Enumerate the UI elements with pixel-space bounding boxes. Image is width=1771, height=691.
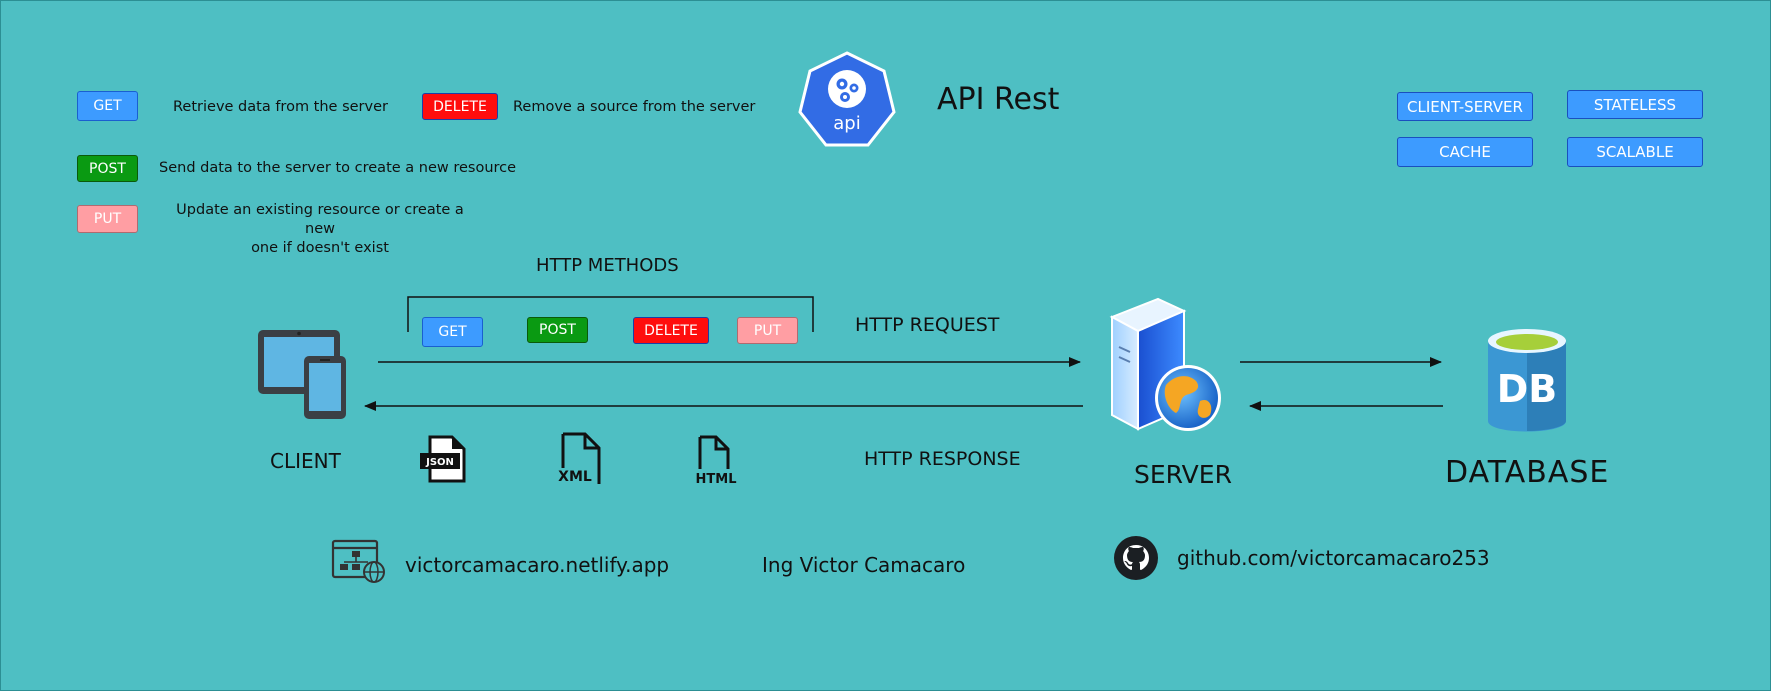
method-get-badge: GET — [422, 317, 483, 347]
html-file-icon: HTML — [696, 435, 737, 487]
page-title: API Rest — [937, 82, 1060, 117]
http-methods-title: HTTP METHODS — [536, 255, 679, 276]
http-methods-bracket — [407, 296, 814, 332]
db-icon-text: DB — [1497, 367, 1558, 411]
method-put-badge: PUT — [737, 317, 798, 344]
html-file-text: HTML — [696, 472, 737, 487]
xml-file-icon: XML — [558, 432, 601, 485]
api-logo-icon: api — [798, 51, 896, 147]
server-icon — [1109, 297, 1221, 431]
xml-file-text: XML — [558, 469, 592, 485]
server-label: SERVER — [1134, 460, 1232, 489]
legend-post-badge: POST — [77, 155, 138, 182]
footer-github[interactable]: github.com/victorcamacaro253 — [1177, 546, 1490, 570]
api-logo-text: api — [833, 113, 860, 134]
principle-stateless: STATELESS — [1567, 90, 1703, 119]
client-label: CLIENT — [270, 449, 341, 473]
json-file-icon: JSON — [420, 435, 466, 483]
website-icon — [331, 539, 385, 583]
footer-author: Ing Victor Camacaro — [762, 553, 966, 577]
legend-put-desc-line1: Update an existing resource or create a … — [176, 202, 464, 237]
method-post-badge: POST — [527, 317, 588, 343]
principle-scalable: SCALABLE — [1567, 137, 1703, 167]
footer-website[interactable]: victorcamacaro.netlify.app — [405, 553, 670, 577]
github-icon — [1114, 536, 1158, 580]
devices-icon — [258, 330, 346, 419]
json-file-text: JSON — [425, 457, 454, 468]
legend-get-desc: Retrieve data from the server — [173, 99, 388, 115]
legend-post-desc: Send data to the server to create a new … — [159, 160, 517, 176]
legend-put-desc: Update an existing resource or create a … — [160, 201, 480, 258]
database-label: DATABASE — [1445, 455, 1610, 490]
principle-cache: CACHE — [1397, 137, 1533, 167]
principle-client-server: CLIENT-SERVER — [1397, 92, 1533, 121]
http-response-label: HTTP RESPONSE — [864, 448, 1021, 470]
database-icon: DB — [1488, 329, 1566, 432]
method-delete-badge: DELETE — [633, 317, 709, 344]
http-request-label: HTTP REQUEST — [855, 314, 1000, 336]
legend-delete-badge: DELETE — [422, 93, 498, 120]
legend-put-badge: PUT — [77, 205, 138, 233]
legend-get-badge: GET — [77, 91, 138, 121]
legend-delete-desc: Remove a source from the server — [513, 99, 756, 115]
legend-put-desc-line2: one if doesn't exist — [251, 240, 389, 256]
